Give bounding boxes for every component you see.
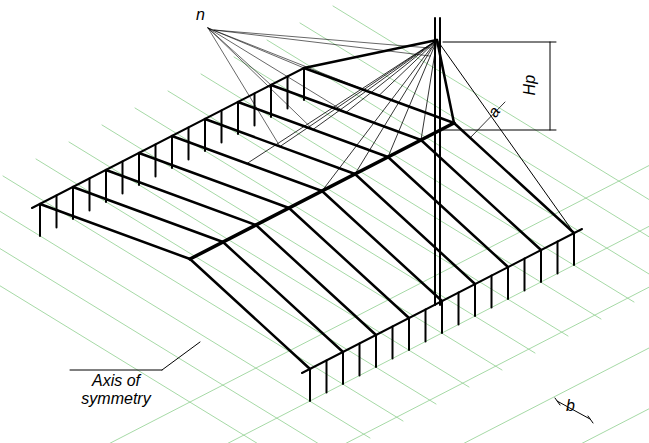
column (392, 327, 394, 359)
rafter (322, 191, 442, 301)
mast (434, 18, 436, 305)
column (359, 344, 361, 376)
stay-cable (379, 40, 437, 96)
rafter (190, 259, 310, 369)
leader-line (70, 370, 162, 371)
column (408, 318, 410, 350)
dimension-line (443, 130, 556, 131)
leader-line (208, 28, 379, 96)
rafter (106, 170, 256, 225)
rafter (388, 157, 508, 267)
column (474, 284, 476, 316)
column (309, 369, 311, 401)
dimension-tick (588, 416, 593, 423)
ground-grid-line (22, 263, 649, 443)
axis-label: Axis of symmetry (66, 372, 166, 409)
dimension-line (443, 42, 556, 43)
rafter (454, 123, 574, 233)
stay-cable (346, 40, 437, 113)
rafter (73, 187, 223, 242)
column (375, 335, 377, 367)
ground-grid-line (36, 159, 436, 404)
ground-grid-line (333, 6, 649, 251)
ground-grid-line (0, 164, 649, 443)
callout-letter: n (196, 6, 205, 24)
ground-grid-line (0, 210, 337, 443)
column (540, 250, 542, 282)
rafter (256, 225, 376, 335)
leader-line (208, 28, 271, 85)
ground-grid-line (0, 227, 304, 443)
stay-cable (247, 40, 437, 164)
dimension-line (470, 102, 505, 138)
leader-line (208, 28, 346, 113)
ground-grid-line (3, 176, 403, 421)
column (573, 233, 575, 265)
dimension-line (550, 42, 551, 130)
leader-line (208, 28, 280, 147)
ground-grid-line (300, 23, 649, 268)
column (524, 259, 526, 291)
rafter (289, 208, 409, 318)
ground-grid-line (76, 296, 649, 443)
column (441, 301, 443, 333)
ground-grid-line (69, 142, 469, 387)
column (303, 68, 305, 100)
stay-cable (355, 40, 437, 174)
stay-cable (304, 40, 437, 68)
rafter (139, 153, 289, 208)
column (72, 187, 74, 219)
column (458, 293, 460, 325)
leader-line (214, 30, 430, 48)
stay-cable (280, 40, 437, 147)
ground-grid-line (0, 230, 649, 443)
column (39, 204, 41, 236)
stay-cable (437, 40, 574, 233)
column (507, 267, 509, 299)
column (204, 119, 206, 151)
column (491, 276, 493, 308)
column (237, 102, 239, 134)
column (342, 352, 344, 384)
dimension-tick (555, 398, 560, 405)
rafter (40, 204, 190, 259)
column (557, 242, 559, 274)
leader-line (214, 30, 430, 56)
column (425, 310, 427, 342)
dimension-label: Hp (521, 75, 539, 95)
ground-grid-line (184, 362, 649, 443)
leader-line (162, 342, 200, 370)
rafter (223, 242, 343, 352)
column (105, 170, 107, 202)
rafter (355, 174, 475, 284)
column (171, 136, 173, 168)
column (138, 153, 140, 185)
stay-cable (322, 40, 437, 191)
dimension-label: b (566, 397, 575, 415)
column (326, 361, 328, 393)
ground-grid-line (130, 329, 649, 443)
